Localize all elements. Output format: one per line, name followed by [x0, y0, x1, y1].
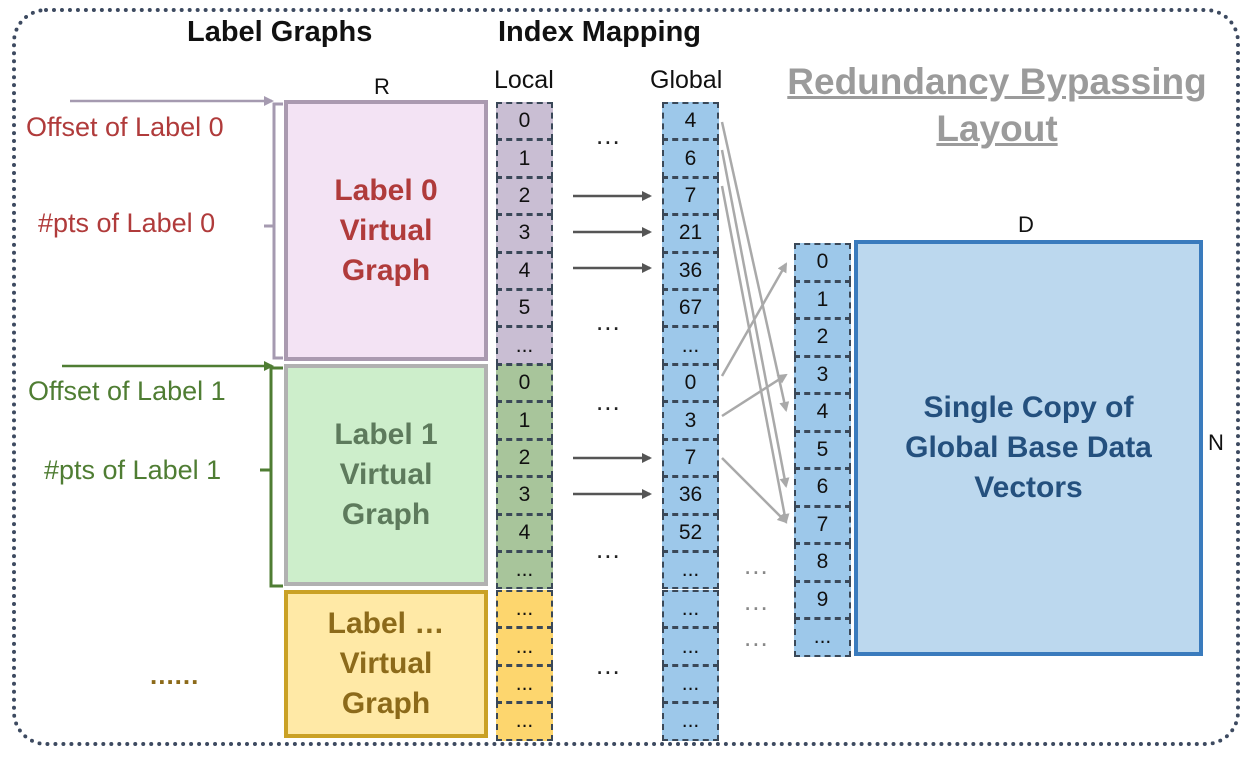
- global-index-cell: ...: [662, 326, 719, 365]
- global-to-base-arrow: [720, 121, 790, 412]
- base-vector-index-cell: 8: [794, 543, 851, 582]
- label1-block-line1: Label 1: [334, 418, 438, 451]
- base-block-line1: Single Copy of: [923, 391, 1134, 424]
- gather-ellipsis: ...: [744, 622, 769, 652]
- gather-ellipsis: ...: [744, 586, 769, 616]
- local-index-cell: ...: [496, 326, 553, 365]
- base-vector-index-cell: 3: [794, 355, 851, 394]
- outer-frame: [12, 8, 1240, 746]
- local-index-cell: 4: [496, 513, 553, 552]
- local-index-cell: ...: [496, 590, 553, 629]
- label0-block-line1: Label 0: [334, 173, 438, 207]
- mapping-ellipsis: ...: [596, 534, 621, 564]
- global-index-cell: 36: [662, 476, 719, 515]
- mapping-ellipsis: ...: [596, 120, 621, 150]
- global-index-cell: ...: [662, 664, 719, 704]
- global-index-cell: 67: [662, 289, 719, 328]
- global-index-cell: 7: [662, 176, 719, 216]
- local-index-cell: 5: [496, 289, 553, 328]
- global-index-cell: 3: [662, 401, 719, 440]
- global-header: Global: [650, 66, 723, 94]
- pts-label1-text: #pts of Label 1: [44, 455, 222, 485]
- local-index-cell: 3: [496, 214, 553, 253]
- mapping-ellipsis: ...: [596, 306, 621, 336]
- labelN-virtual-graph: Label … Virtual Graph: [284, 590, 488, 738]
- labelN-block-line1: Label …: [327, 607, 445, 640]
- base-vector-index-cell: 4: [794, 393, 851, 432]
- mapping-ellipsis: ...: [596, 650, 621, 680]
- global-to-base-arrow: [721, 457, 788, 524]
- base-block-line3: Vectors: [974, 471, 1083, 504]
- base-vector-index-cell: 2: [794, 318, 851, 357]
- local-index-cell: ...: [496, 551, 553, 590]
- redundancy-bypassing-layout-title: Redundancy Bypassing Layout: [762, 58, 1232, 152]
- base-vector-index-cell: ...: [794, 618, 851, 657]
- index-mapping-title: Index Mapping: [498, 16, 701, 48]
- labelN-block-line3: Graph: [341, 687, 431, 720]
- global-index-cell: 52: [662, 513, 719, 552]
- local-index-cell: ...: [496, 702, 553, 741]
- offset-label1-text: Offset of Label 1: [28, 376, 226, 406]
- base-block-line2: Global Base Data: [905, 431, 1152, 464]
- label0-block-line2: Virtual: [339, 213, 433, 247]
- layout-title-line2: Layout: [936, 108, 1058, 149]
- base-vector-index-cell: 6: [794, 468, 851, 507]
- global-index-cell: 6: [662, 139, 719, 178]
- mapping-ellipsis: ...: [596, 386, 621, 416]
- local-index-cell: 1: [496, 401, 553, 440]
- label1-block-line2: Virtual: [339, 458, 433, 491]
- local-index-cell: 3: [496, 476, 553, 515]
- local-index-cell: 0: [496, 102, 553, 141]
- base-vector-index-cell: 9: [794, 580, 851, 619]
- pts-label0-bracket: [272, 102, 283, 360]
- global-index-cell: 7: [662, 438, 719, 478]
- more-labels-ellipsis: ......: [150, 660, 200, 690]
- d-dimension-label: D: [1018, 212, 1034, 237]
- global-index-cell: ...: [662, 627, 719, 666]
- local-index-cell: ...: [496, 664, 553, 704]
- global-index-cell: ...: [662, 551, 719, 590]
- offset-label0-text: Offset of Label 0: [26, 112, 224, 142]
- global-index-cell: ...: [662, 590, 719, 629]
- global-to-base-arrow: [721, 373, 788, 418]
- global-index-cell: 0: [662, 364, 719, 403]
- layout-title-line1: Redundancy Bypassing: [787, 61, 1207, 102]
- pts-label0-text: #pts of Label 0: [38, 208, 216, 238]
- local-index-cell: 2: [496, 176, 553, 216]
- local-header: Local: [494, 66, 554, 94]
- global-index-cell: ...: [662, 702, 719, 741]
- label0-block-line3: Graph: [341, 253, 431, 287]
- local-index-cell: 4: [496, 251, 553, 290]
- local-index-cell: 0: [496, 364, 553, 403]
- r-dimension-label: R: [374, 74, 390, 99]
- gather-ellipsis: ...: [744, 550, 769, 580]
- global-index-cell: 36: [662, 251, 719, 290]
- pts-label1-bracket: [269, 366, 283, 588]
- label-graphs-title: Label Graphs: [187, 16, 373, 48]
- n-dimension-label: N: [1208, 430, 1224, 455]
- global-to-base-arrow: [720, 262, 788, 377]
- label1-block-line3: Graph: [341, 498, 431, 531]
- global-base-data-vectors: Single Copy of Global Base Data Vectors: [854, 240, 1203, 656]
- local-index-cell: ...: [496, 627, 553, 666]
- local-index-cell: 2: [496, 438, 553, 478]
- labelN-block-line2: Virtual: [339, 647, 433, 680]
- label0-virtual-graph: Label 0 Virtual Graph: [284, 100, 488, 361]
- global-to-base-arrow: [720, 185, 790, 524]
- global-index-cell: 21: [662, 214, 719, 253]
- global-index-cell: 4: [662, 102, 719, 141]
- label1-virtual-graph: Label 1 Virtual Graph: [284, 364, 488, 586]
- local-index-cell: 1: [496, 139, 553, 178]
